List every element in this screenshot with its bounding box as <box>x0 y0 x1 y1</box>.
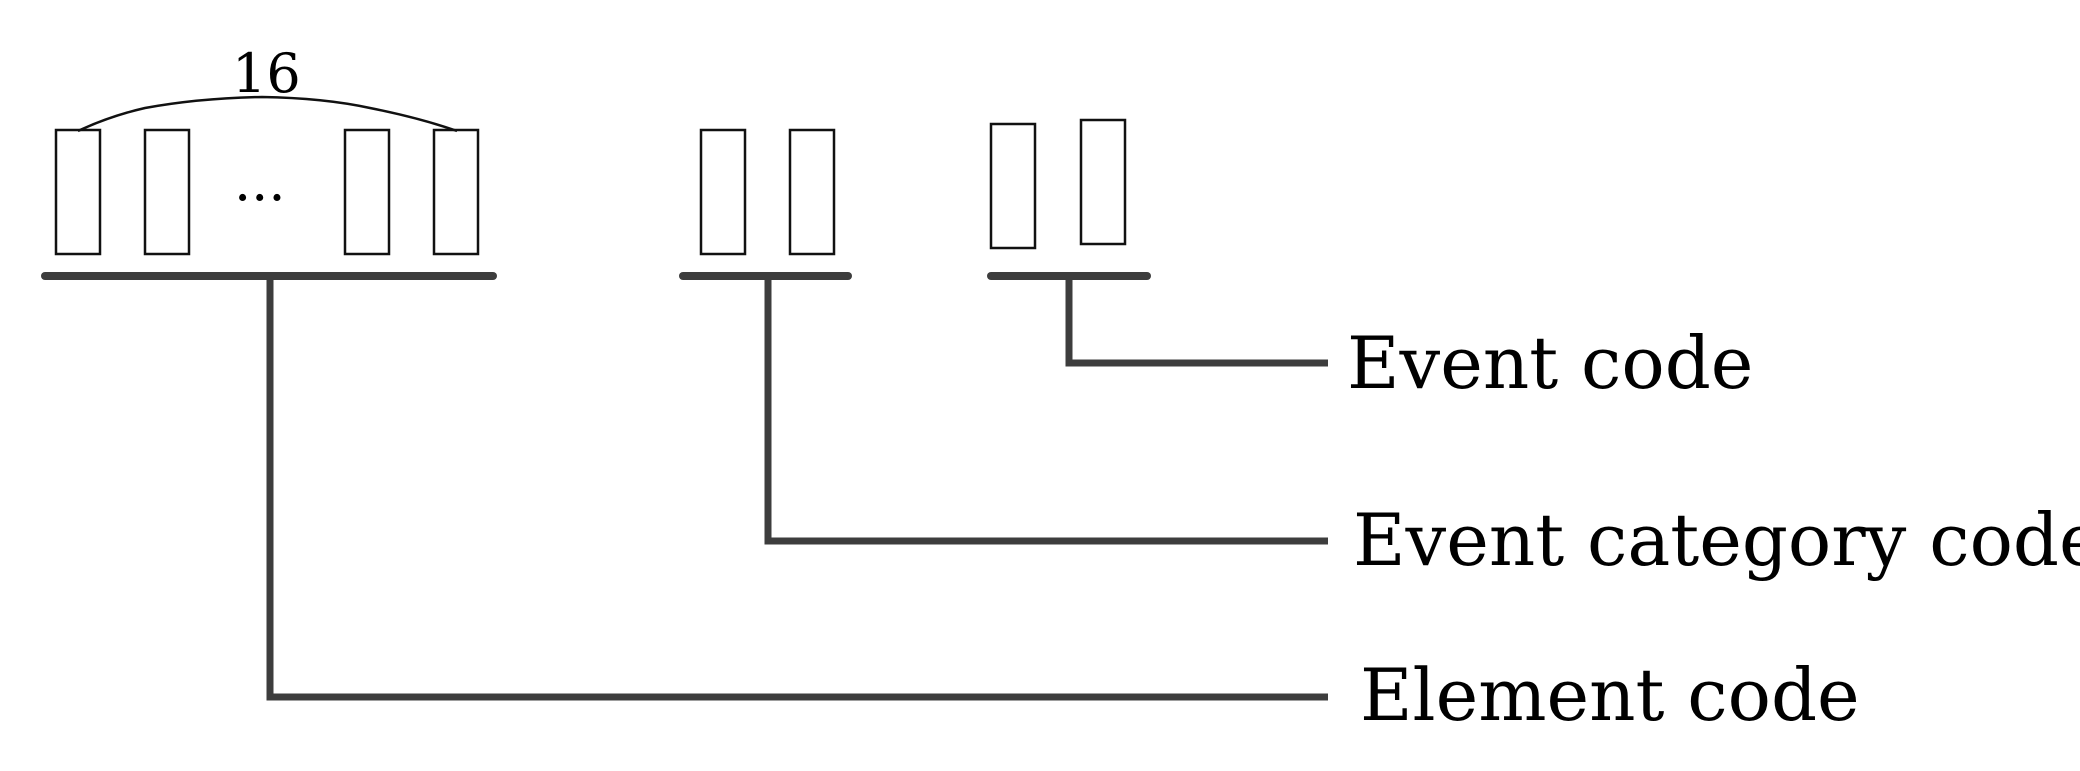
digit-box <box>788 128 836 256</box>
event-category-code-label: Event category code <box>1353 498 2080 582</box>
element-code-label: Element code <box>1360 653 1860 737</box>
digit-box <box>143 128 191 256</box>
digit-count-brace <box>77 95 458 133</box>
digit-box <box>989 122 1037 250</box>
element-code-digits <box>54 128 480 256</box>
event-category-code-leader <box>764 276 1328 545</box>
digit-count-label: 16 <box>232 42 301 105</box>
event-code-leader <box>1065 276 1328 367</box>
digit-box <box>54 128 102 256</box>
event-code-digits <box>989 118 1127 250</box>
digit-box <box>699 128 747 256</box>
event-code-label: Event code <box>1347 321 1753 405</box>
digit-box <box>432 128 480 256</box>
ellipsis: ... <box>234 150 286 213</box>
event-category-code-digits <box>699 128 836 256</box>
digit-box <box>343 128 391 256</box>
digit-box <box>1079 118 1127 246</box>
element-code-leader <box>266 276 1328 701</box>
